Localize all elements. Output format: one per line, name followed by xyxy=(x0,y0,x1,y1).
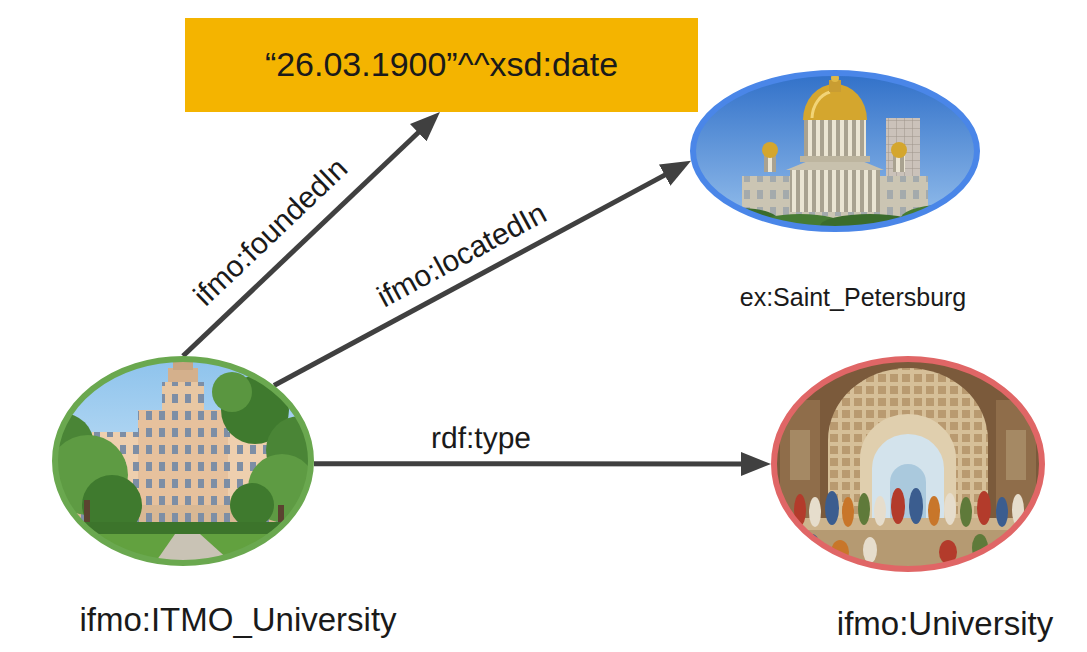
painted-figures xyxy=(996,497,1008,527)
saint-isaac-cathedral-picture xyxy=(800,156,870,162)
saint-isaac-cathedral-picture xyxy=(804,118,866,160)
school-of-athens-picture xyxy=(872,434,944,530)
painted-figures xyxy=(977,491,991,525)
painted-figures xyxy=(891,488,905,524)
school-of-athens-picture xyxy=(828,368,988,530)
literal-box: “26.03.1900”^^xsd:date xyxy=(185,18,698,112)
painted-figures xyxy=(809,497,821,527)
edge-label: rdf:type xyxy=(431,421,531,454)
ellipse-outline xyxy=(774,359,1042,569)
painted-figures xyxy=(928,496,940,526)
itmo-building-picture xyxy=(212,372,252,412)
school-of-athens-picture xyxy=(1006,430,1026,480)
painted-figures xyxy=(960,497,972,527)
resource-node: ex:Saint_Petersburg xyxy=(690,70,980,232)
saint-isaac-cathedral-picture xyxy=(790,170,880,212)
itmo-building-picture xyxy=(30,355,334,574)
node-label: ifmo:ITMO_University xyxy=(79,601,396,639)
edge-label: ifmo:locatedIn xyxy=(372,196,552,314)
saint-isaac-cathedral-picture xyxy=(891,142,907,158)
itmo-building-picture xyxy=(168,368,198,384)
painted-figures xyxy=(944,493,956,525)
saint-isaac-cathedral-picture xyxy=(812,92,830,118)
school-of-athens-picture xyxy=(772,297,1048,575)
saint-isaac-cathedral-picture xyxy=(690,70,980,235)
painted-figures xyxy=(825,491,839,525)
painted-figures xyxy=(858,493,870,525)
ellipse-outline xyxy=(693,73,977,229)
saint-isaac-cathedral-picture xyxy=(762,142,778,158)
painted-figures xyxy=(909,488,923,524)
painted-figures xyxy=(794,488,1024,564)
arrow-connector xyxy=(274,170,673,385)
node-label: ifmo:University xyxy=(837,605,1053,643)
ellipse-outline xyxy=(690,70,980,232)
resource-node: ifmo:ITMO_University xyxy=(52,356,314,566)
ellipse-outline xyxy=(52,356,314,566)
node-label: ex:Saint_Petersburg xyxy=(740,283,967,312)
literal-text: “26.03.1900”^^xsd:date xyxy=(265,45,618,84)
school-of-athens-picture xyxy=(790,430,810,480)
saint-isaac-cathedral-picture xyxy=(900,205,980,235)
saint-isaac-cathedral-picture xyxy=(690,70,980,238)
class-node: ifmo:University xyxy=(771,356,1045,572)
painted-figures xyxy=(1000,540,1016,564)
itmo-building-picture xyxy=(230,483,274,527)
edge-label: ifmo:foundedIn xyxy=(187,151,354,312)
arrow-connector xyxy=(314,461,751,466)
itmo-building-picture xyxy=(50,534,320,574)
painted-figures xyxy=(874,496,886,526)
painted-figures xyxy=(842,497,854,527)
school-of-athens-picture xyxy=(860,414,956,530)
painted-figures xyxy=(863,537,877,563)
ellipse-outline xyxy=(55,359,311,563)
ellipse-outline xyxy=(771,356,1045,572)
